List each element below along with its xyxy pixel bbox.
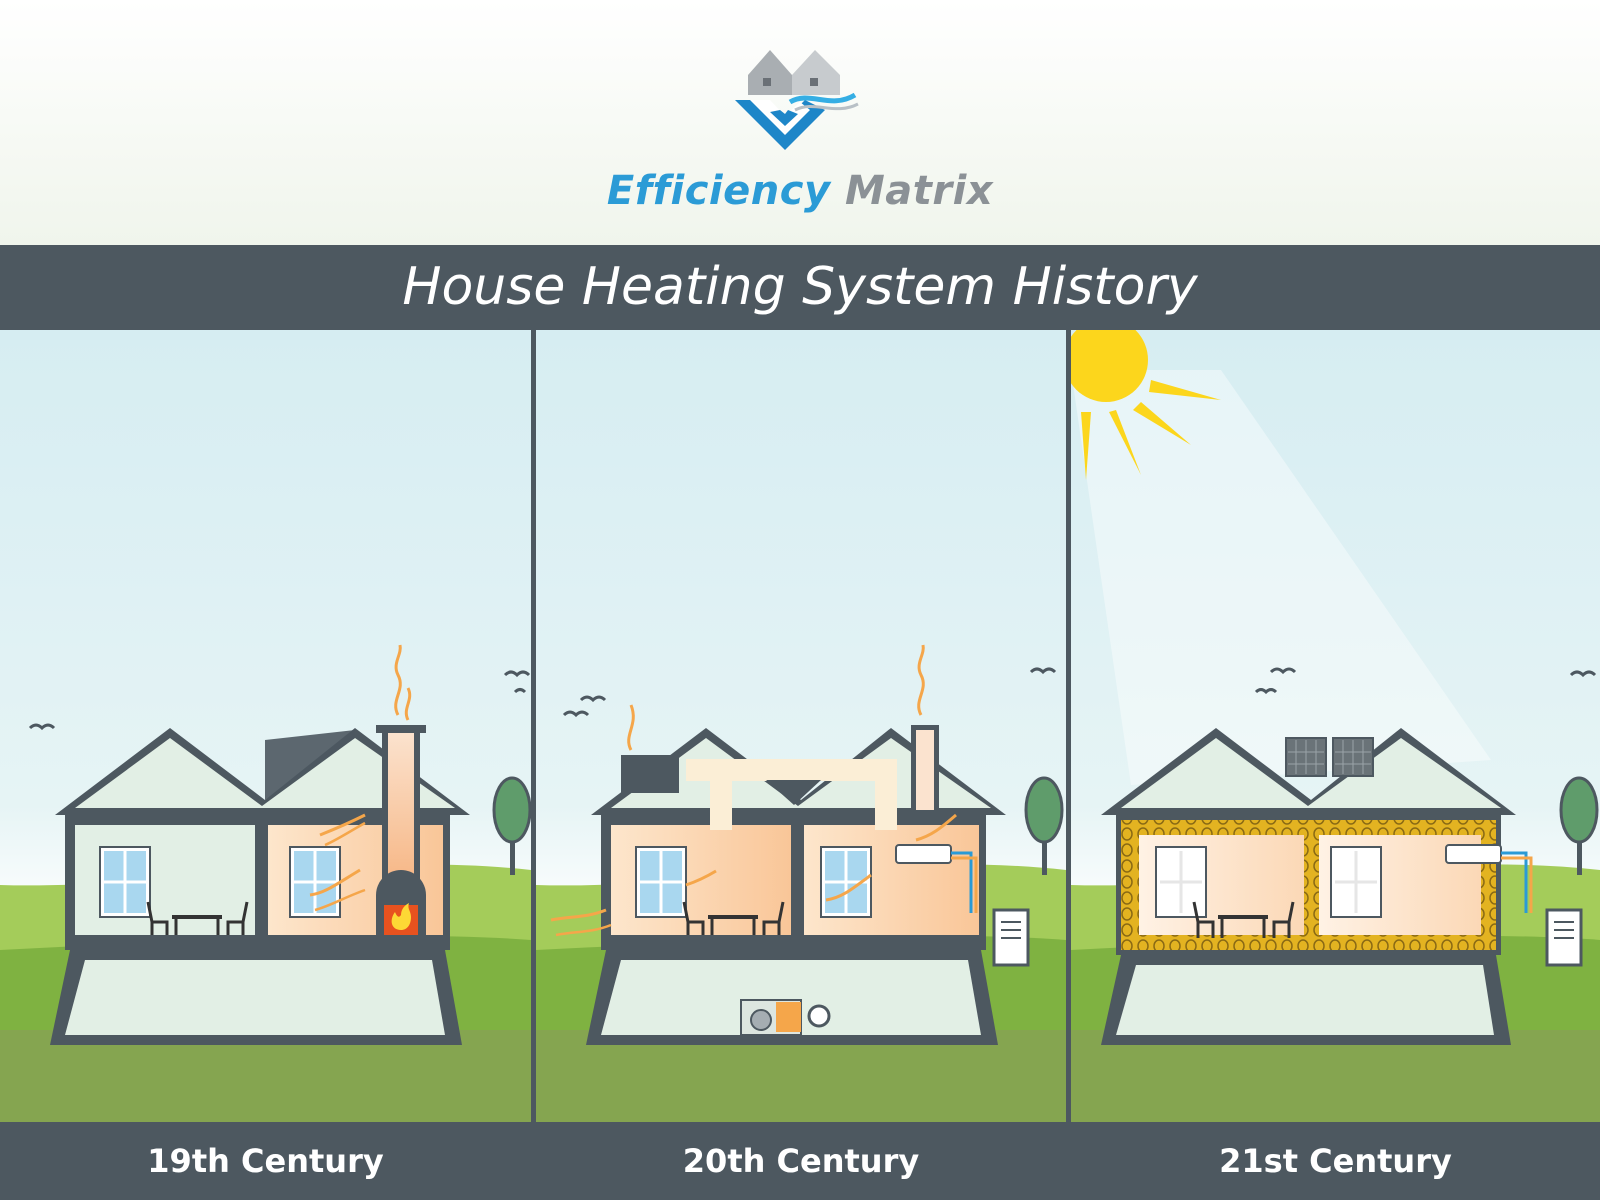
panel-divider (531, 330, 536, 1200)
era-label-19th: 19th Century (147, 1142, 384, 1180)
furnace-ducts-icon (740, 999, 831, 1036)
panel-19th-century (0, 330, 531, 1122)
panel-21st-century (1071, 330, 1600, 1122)
house-illustration-20th (536, 330, 1066, 1122)
house-illustration-19th (0, 330, 531, 1122)
panel-20th-century (536, 330, 1066, 1122)
house-logo-icon (735, 50, 859, 150)
brand-name-part2: Matrix (830, 168, 994, 214)
panel-divider (1066, 330, 1071, 1200)
heat-pump-solar-icon (1445, 844, 1583, 967)
sun-icon (1071, 330, 1221, 480)
fireplace-icon (391, 903, 411, 930)
era-label-20th: 20th Century (682, 1142, 920, 1180)
era-label-21st: 21st Century (1219, 1142, 1452, 1180)
brand-name: Efficiency Matrix (0, 168, 1600, 214)
footer-bar: 19th Century 20th Century 21st Century (0, 1122, 1600, 1200)
page-title: House Heating System History (0, 245, 1600, 330)
header: Efficiency Matrix (0, 0, 1600, 245)
house-illustration-21st (1071, 330, 1600, 1122)
brand-name-part1: Efficiency (606, 168, 831, 214)
